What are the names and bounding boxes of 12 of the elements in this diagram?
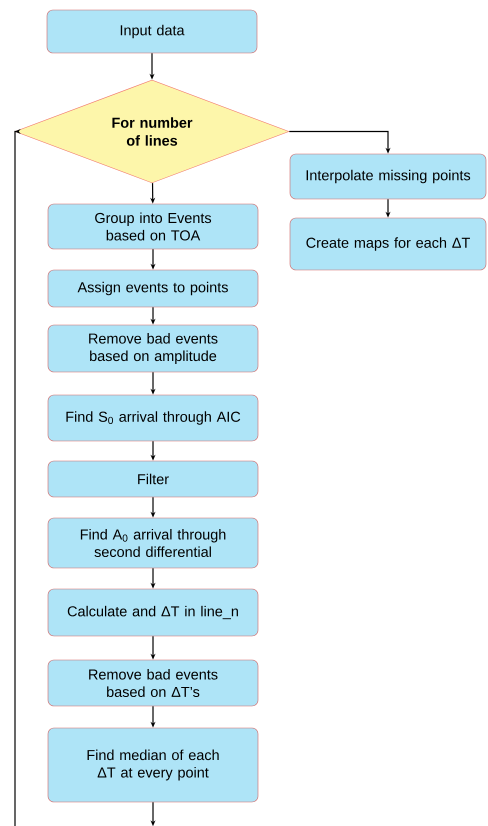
process-box: Interpolate missing points bbox=[290, 154, 486, 200]
process-box: Remove bad events based on ΔT’s bbox=[48, 660, 258, 706]
process-box: Find S$_{0}$ arrival through AIC bbox=[48, 394, 258, 442]
process-box: Group into Events based on TOA bbox=[48, 204, 258, 250]
process-box: Create maps for each ΔT bbox=[290, 218, 486, 270]
process-box: Input data bbox=[46, 10, 258, 54]
process-box: Calculate and ΔT in line_n bbox=[48, 588, 258, 636]
process-box: Find A$_{0}$ arrival through second differential bbox=[48, 518, 258, 568]
process-box: Assign events to points bbox=[48, 270, 258, 308]
process-box: Remove bad events based on amplitude bbox=[48, 324, 258, 372]
process-box: Find median of each ΔT at every point bbox=[48, 728, 258, 802]
process-box: Filter bbox=[48, 460, 258, 498]
